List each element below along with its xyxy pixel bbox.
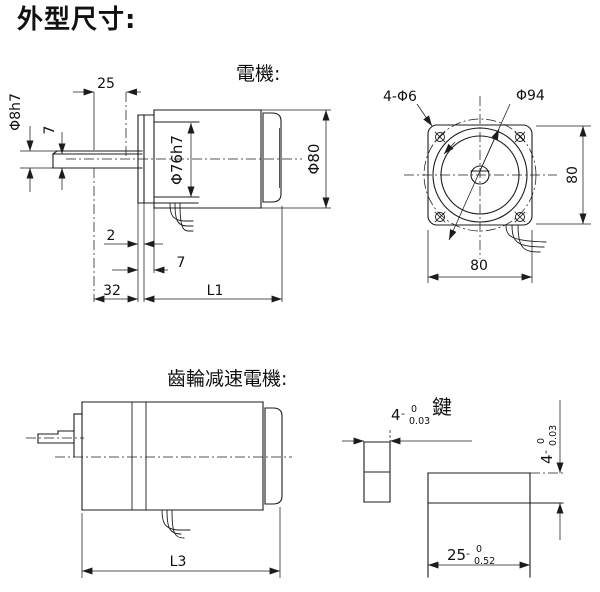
motor-section-label: 電機: [236,63,280,85]
dim-shaft-diameter: Φ8h7 [8,93,24,131]
dim-flange-thickness: 7 [177,255,186,271]
front-wire-leads [505,224,547,253]
gear-motor-end-cap [264,407,283,505]
gear-motor-dimensions: L3 [81,507,281,578]
svg-text:4: 4 [538,454,556,464]
svg-text:0.03: 0.03 [409,416,430,427]
key-section-label: 鍵 [432,395,452,419]
svg-text:25: 25 [447,546,466,564]
dim-pilot-diameter: Φ76h7 [168,135,186,185]
gear-motor-wire-leads [161,509,191,539]
motor-shaft-outline [52,150,143,169]
key-length-dimension: 25 - 0 0.52 [428,544,530,569]
motor-side-dimensions: 25 Φ8h7 7 Φ76h7 Φ80 2 [8,76,331,303]
dim-key-height: 4 - 0 0.03 [536,425,559,464]
motor-wire-leads [169,203,194,232]
mounting-hole [434,131,446,143]
svg-text:0: 0 [476,544,482,555]
dim-shaft-extension: 25 [97,76,115,92]
dim-mounting-holes: 4-Φ6 [383,89,417,105]
page-title: 外型尺寸: [17,5,136,35]
gear-motor-shaft-outline [37,413,83,458]
key-end-view-outline [363,441,391,503]
dim-body-diameter: Φ80 [305,144,323,175]
gear-motor-body-outline [81,401,283,511]
svg-text:0.52: 0.52 [474,556,495,567]
motor-side-view: 電機: [8,63,331,303]
dim-flange-width: 80 [470,258,488,274]
key-side-view-outline [427,472,564,578]
dim-flange-height: 80 [565,166,581,184]
key-detail-view: 鍵 4 - 0 0.03 [342,395,564,578]
front-view-dimensions: 4-Φ6 Φ94 80 80 [383,88,591,283]
key-height-dimension: 4 - 0 0.03 [536,400,564,540]
dim-shaft-flat: 7 [42,126,58,135]
svg-text:-: - [466,547,470,560]
svg-text:-: - [401,407,405,420]
motor-end-cap [262,112,282,203]
mounting-hole [434,211,446,223]
svg-text:4: 4 [391,406,401,424]
key-width-dimension: 4 - 0 0.03 [342,404,472,445]
dim-key-width: 4 - 0 0.03 [391,404,430,427]
dim-key-length: 25 - 0 0.52 [447,544,495,567]
dim-body-length: L1 [207,283,224,299]
dim-front-length: 32 [103,283,121,299]
svg-text:-: - [539,450,552,454]
gear-motor-section-label: 齒輪减速電機: [167,368,287,390]
dim-total-length: L3 [170,554,187,570]
dim-bolt-circle: Φ94 [516,88,545,104]
svg-text:0: 0 [411,404,417,415]
gear-motor-view: 齒輪减速電機: [26,368,292,578]
mounting-hole [514,211,526,223]
mounting-holes [434,131,526,223]
svg-text:0.03: 0.03 [548,425,559,446]
mounting-hole [514,131,526,143]
svg-text:0: 0 [536,438,547,444]
dim-boss-step: 2 [107,228,116,244]
motor-front-view: 4-Φ6 Φ94 80 80 [383,88,591,283]
